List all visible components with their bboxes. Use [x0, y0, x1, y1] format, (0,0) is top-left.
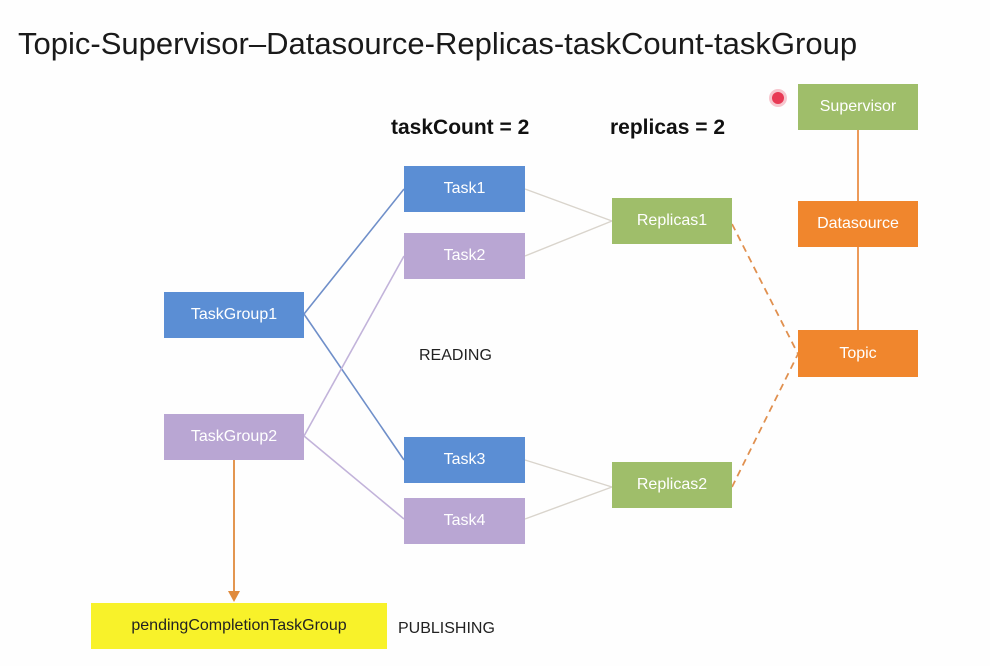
node-topic: Topic [798, 330, 918, 377]
arrow-head-icon [228, 591, 240, 602]
publishing-label: PUBLISHING [398, 620, 495, 637]
edge-task1-replicas1 [524, 188, 613, 222]
node-datasource: Datasource [798, 201, 918, 247]
node-replicas2: Replicas2 [612, 462, 732, 508]
node-taskgroup1: TaskGroup1 [164, 292, 304, 338]
node-task2: Task2 [404, 233, 525, 279]
node-replicas1: Replicas1 [612, 198, 732, 244]
node-task3: Task3 [404, 437, 525, 483]
edge-task2-replicas1 [524, 220, 613, 257]
edge-taskgroup1-task1 [303, 188, 405, 315]
edge-task3-replicas2 [524, 459, 613, 488]
node-pending-completion-taskgroup: pendingCompletionTaskGroup [91, 603, 387, 649]
edge-taskgroup2-task4 [303, 435, 405, 520]
replicas-header: replicas = 2 [610, 116, 725, 139]
edge-taskgroup1-task3 [303, 313, 405, 461]
edge-taskgroup2-task2 [303, 255, 405, 437]
edge-replicas2-topic [731, 353, 799, 488]
record-indicator-icon [772, 92, 784, 104]
node-supervisor: Supervisor [798, 84, 918, 130]
edge-task4-replicas2 [524, 486, 613, 520]
page-title: Topic-Supervisor–Datasource-Replicas-tas… [18, 26, 858, 61]
task-count-header: taskCount = 2 [391, 116, 530, 139]
node-task4: Task4 [404, 498, 525, 544]
reading-label: READING [419, 347, 492, 364]
edge-replicas1-topic [731, 223, 799, 355]
node-taskgroup2: TaskGroup2 [164, 414, 304, 460]
node-task1: Task1 [404, 166, 525, 212]
